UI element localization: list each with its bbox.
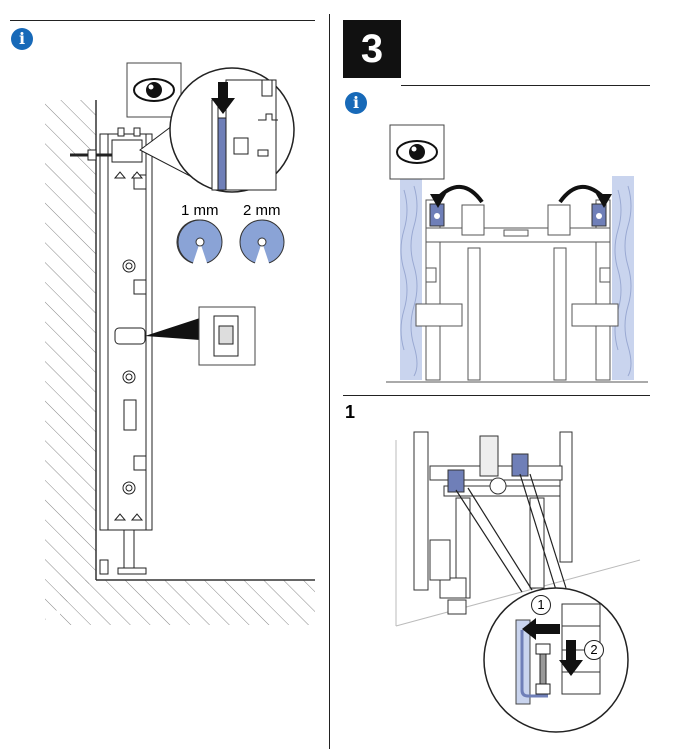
shim-2mm [239, 219, 285, 266]
substep-label: 1 [345, 402, 356, 422]
eye-icon [126, 62, 182, 118]
detail-magnifier-2 [483, 587, 629, 733]
frame-rail [99, 127, 153, 575]
leader-lines [455, 473, 567, 593]
install-frame [415, 199, 619, 381]
substep-divider [343, 395, 650, 396]
shim-1mm [176, 219, 223, 266]
frame-perspective [413, 431, 573, 615]
wall-hatch [45, 100, 315, 625]
shim-label-2mm: 2 mm [243, 202, 281, 219]
detail-magnifier [139, 67, 295, 193]
callout-1: 1 [531, 595, 551, 615]
rotate-arrow-right-head [596, 194, 612, 208]
wall-panels [386, 176, 648, 383]
bracket-detail-box [145, 306, 256, 366]
floor-lines [395, 440, 641, 627]
left-top-rule [10, 20, 315, 21]
frame-brackets [447, 453, 529, 493]
callout-2: 2 [584, 640, 604, 660]
shim-label-1mm: 1 mm [181, 202, 219, 219]
step-number-box: 3 [343, 20, 401, 78]
eye-icon-step3 [389, 124, 445, 180]
column-divider [329, 14, 330, 749]
info-icon-step3: i [345, 92, 367, 114]
wall-bolt [70, 149, 112, 161]
step3-header-rule [401, 85, 650, 86]
info-icon: i [11, 28, 33, 50]
rotate-arrow-left-head [430, 194, 446, 208]
